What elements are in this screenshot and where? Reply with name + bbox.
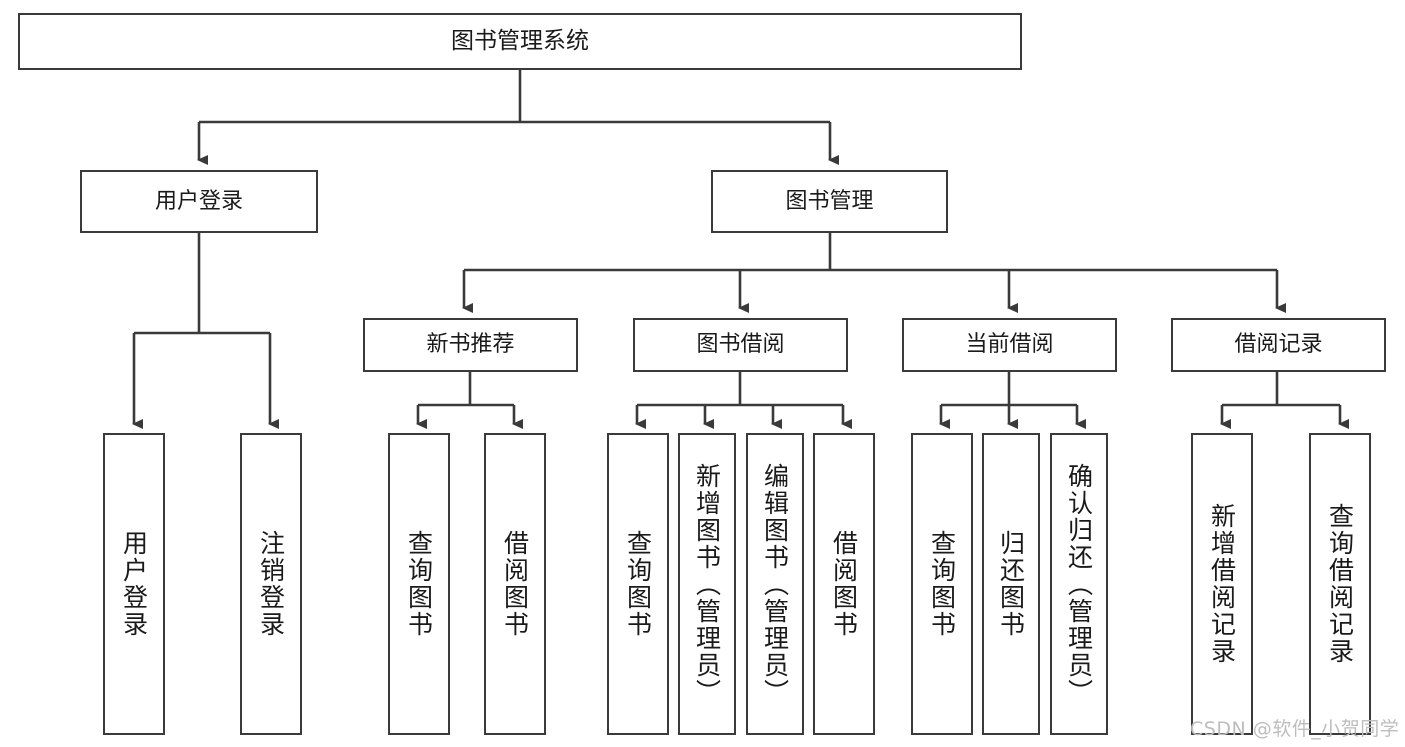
leaf-new-book-query-book[interactable]: 查询图书	[388, 433, 450, 735]
node-label: 归还图书	[996, 530, 1026, 638]
leaf-borrow-records-query-record[interactable]: 查询借阅记录	[1309, 433, 1371, 735]
node-label: 图书借阅	[696, 332, 785, 358]
node-borrow-records[interactable]: 借阅记录	[1171, 318, 1386, 372]
node-user-login[interactable]: 用户登录	[80, 170, 318, 233]
node-label: 新书推荐	[426, 332, 515, 358]
leaf-borrow-records-add-record[interactable]: 新增借阅记录	[1191, 433, 1253, 735]
leaf-book-borrow-query-book[interactable]: 查询图书	[607, 433, 669, 735]
node-label: 新增借阅记录	[1207, 503, 1237, 665]
node-label: 借阅图书	[829, 530, 859, 638]
node-label: 查询图书	[623, 530, 653, 638]
leaf-user-login-logout[interactable]: 注销登录	[240, 433, 302, 735]
node-label: 图书管理	[785, 188, 874, 214]
leaf-user-login-login[interactable]: 用户登录	[103, 433, 165, 735]
node-label: 当前借阅	[965, 332, 1054, 358]
csdn-watermark: CSDN @软件_小贺同学	[1190, 718, 1400, 740]
leaf-book-borrow-edit-book-admin[interactable]: 编辑图书（管理员）	[746, 433, 804, 735]
node-book-management[interactable]: 图书管理	[711, 170, 948, 233]
leaf-current-borrow-return-book[interactable]: 归还图书	[982, 433, 1040, 735]
node-label: 用户登录	[154, 188, 243, 214]
node-label: 图书管理系统	[451, 27, 589, 54]
node-label: 确认归还（管理员）	[1064, 462, 1094, 706]
node-label: 注销登录	[256, 530, 286, 638]
node-label: 查询借阅记录	[1325, 503, 1355, 665]
node-label: 新增图书（管理员）	[692, 462, 722, 706]
node-label: 借阅记录	[1234, 332, 1323, 358]
node-label: 查询图书	[404, 530, 434, 638]
node-new-book-recommend[interactable]: 新书推荐	[363, 318, 578, 372]
node-root-book-management-system[interactable]: 图书管理系统	[18, 13, 1022, 70]
node-label: 用户登录	[119, 530, 149, 638]
node-current-borrow[interactable]: 当前借阅	[902, 318, 1117, 372]
leaf-new-book-borrow-book[interactable]: 借阅图书	[484, 433, 546, 735]
leaf-current-borrow-confirm-return-admin[interactable]: 确认归还（管理员）	[1050, 433, 1108, 735]
node-label: 借阅图书	[500, 530, 530, 638]
node-label: 编辑图书（管理员）	[760, 462, 790, 706]
leaf-current-borrow-query-book[interactable]: 查询图书	[911, 433, 973, 735]
leaf-book-borrow-borrow-book[interactable]: 借阅图书	[813, 433, 875, 735]
leaf-book-borrow-add-book-admin[interactable]: 新增图书（管理员）	[678, 433, 736, 735]
node-book-borrow[interactable]: 图书借阅	[633, 318, 848, 372]
node-label: 查询图书	[927, 530, 957, 638]
